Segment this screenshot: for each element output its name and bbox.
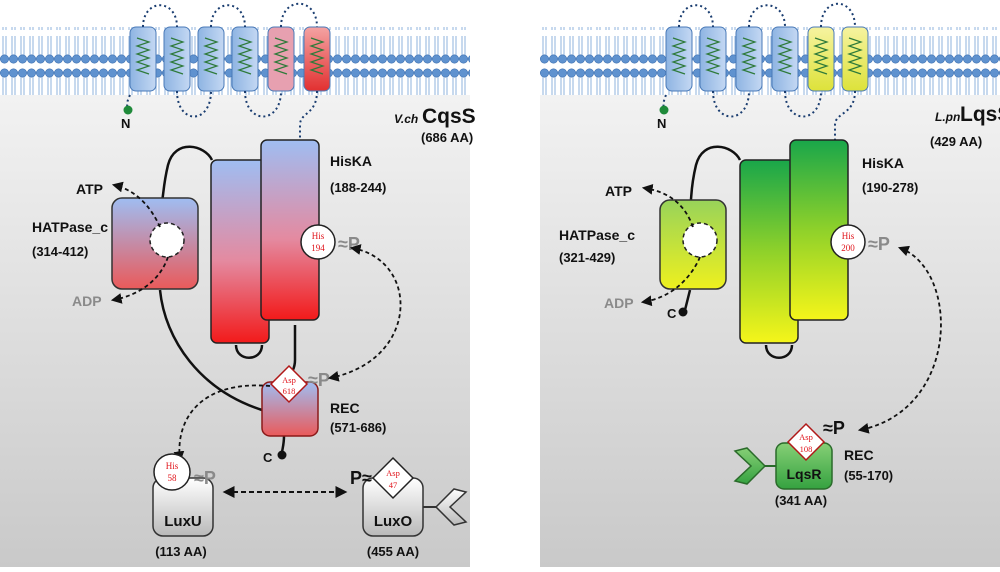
right-n-terminus: N: [657, 116, 666, 131]
left-tm-helix-5: [267, 26, 295, 92]
luxu-his-name: His: [166, 461, 179, 471]
left-loops: [126, 2, 318, 140]
luxu-length: (113 AA): [155, 544, 207, 559]
right-hiska-name: HisKA: [862, 155, 904, 171]
luxo-asp-name: Asp: [386, 468, 400, 478]
left-n-terminus-dot: [123, 105, 133, 115]
left-his-residue-name: His: [312, 231, 325, 241]
left-atp-label: ATP: [76, 181, 103, 197]
left-adp-label: ADP: [72, 293, 102, 309]
right-loops: [662, 2, 856, 140]
left-rec-name: REC: [330, 400, 360, 416]
right-hatpase-range: (321-429): [559, 250, 615, 265]
left-tm-helix-1: [129, 26, 157, 92]
right-rec-name: REC: [844, 447, 874, 463]
right-tm-helix-6: [841, 26, 869, 92]
left-atp-arrow: [111, 181, 161, 228]
left-protein-prefix: V.ch: [394, 112, 418, 126]
right-adp-label: ADP: [604, 295, 634, 311]
right-atp-binding-site: [682, 222, 718, 258]
right-his-phospho: ≈P: [868, 234, 890, 254]
luxo-asp-number: 47: [389, 480, 398, 490]
left-tm-helix-2: [163, 26, 191, 92]
right-atp-arrow: [641, 183, 694, 228]
left-tm-helix-6: [303, 26, 331, 92]
left-his-residue-number: 194: [311, 243, 325, 253]
right-his-residue-number: 200: [841, 243, 855, 253]
luxo-phospho: P≈: [350, 468, 372, 488]
right-rec-range: (55-170): [844, 468, 893, 483]
left-hiska-name: HisKA: [330, 153, 372, 169]
left-tm-helix-3: [197, 26, 225, 92]
right-tm-helix-1: [665, 26, 693, 92]
left-c-terminus: C: [263, 450, 273, 465]
left-panel: N V.ch CqsS (686 AA) ATP ADP HATPase_c (…: [0, 2, 476, 567]
left-tm-helix-4: [231, 26, 259, 92]
lqsr-asp-residue: [786, 422, 826, 462]
luxu-name: LuxU: [164, 513, 202, 530]
right-panel: N L.pn LqsS (429 AA) ATP ADP HATPase_c (…: [540, 2, 1000, 567]
left-atp-binding-site: [149, 222, 185, 258]
left-n-terminus: N: [121, 116, 130, 131]
right-tm-helix-3: [735, 26, 763, 92]
right-helix-coils: [671, 37, 863, 75]
right-adp-arrow: [640, 256, 701, 307]
left-rec-range: (571-686): [330, 420, 386, 435]
right-protein-length: (429 AA): [930, 134, 982, 149]
lqsr-asp-name: Asp: [799, 432, 813, 442]
luxo-dna-binding-domain: [434, 488, 468, 526]
right-backbone: [683, 145, 794, 359]
luxo-asp-residue: [371, 456, 415, 500]
left-hiska-range: (188-244): [330, 180, 386, 195]
left-asp-residue-number: 618: [283, 386, 296, 396]
left-protein-length: (686 AA): [421, 130, 473, 145]
left-protein-name: CqsS: [422, 105, 476, 128]
luxo-length: (455 AA): [367, 544, 419, 559]
left-his-to-asp-arrow: [327, 244, 402, 382]
left-tm-helices: [129, 26, 331, 92]
right-n-terminus-dot: [659, 105, 669, 115]
right-hiska-range: (190-278): [862, 180, 918, 195]
right-his-residue-name: His: [842, 231, 855, 241]
right-membrane: [540, 27, 1000, 95]
left-asp-to-luxu-arrow: [173, 384, 271, 463]
left-his-residue: [300, 224, 336, 260]
lqsr-phospho: ≈P: [823, 418, 845, 438]
right-atp-label: ATP: [605, 183, 632, 199]
lqsr-name: LqsR: [787, 466, 822, 482]
left-helix-coils: [135, 37, 325, 75]
luxu-phospho: ≈P: [194, 468, 216, 488]
right-tm-helix-2: [699, 26, 727, 92]
right-tm-helix-4: [771, 26, 799, 92]
right-tm-helices: [665, 26, 869, 92]
right-protein-name: LqsS: [960, 103, 1000, 126]
right-his-residue: [830, 224, 866, 260]
left-asp-phospho: ≈P: [308, 370, 330, 390]
left-hatpase-range: (314-412): [32, 244, 88, 259]
left-asp-residue-name: Asp: [282, 375, 296, 385]
right-his-to-asp-arrow: [857, 245, 942, 434]
right-c-terminus-dot: [678, 307, 688, 317]
right-protein-prefix: L.pn: [935, 110, 960, 124]
right-tm-helix-5: [807, 26, 835, 92]
left-asp-residue: [269, 364, 309, 404]
right-hatpase-name: HATPase_c: [559, 227, 635, 243]
luxu-his-residue: [153, 453, 191, 491]
left-adp-arrow: [110, 256, 169, 304]
left-c-terminus-dot: [277, 450, 287, 460]
lqsr-effector-domain: [733, 447, 767, 485]
lqsr-asp-number: 108: [800, 444, 813, 454]
luxu-his-number: 58: [168, 473, 178, 483]
left-hatpase-name: HATPase_c: [32, 219, 108, 235]
right-c-terminus: C: [667, 306, 677, 321]
lqsr-length: (341 AA): [775, 493, 827, 508]
left-his-phospho: ≈P: [338, 234, 360, 254]
luxo-name: LuxO: [374, 513, 413, 530]
